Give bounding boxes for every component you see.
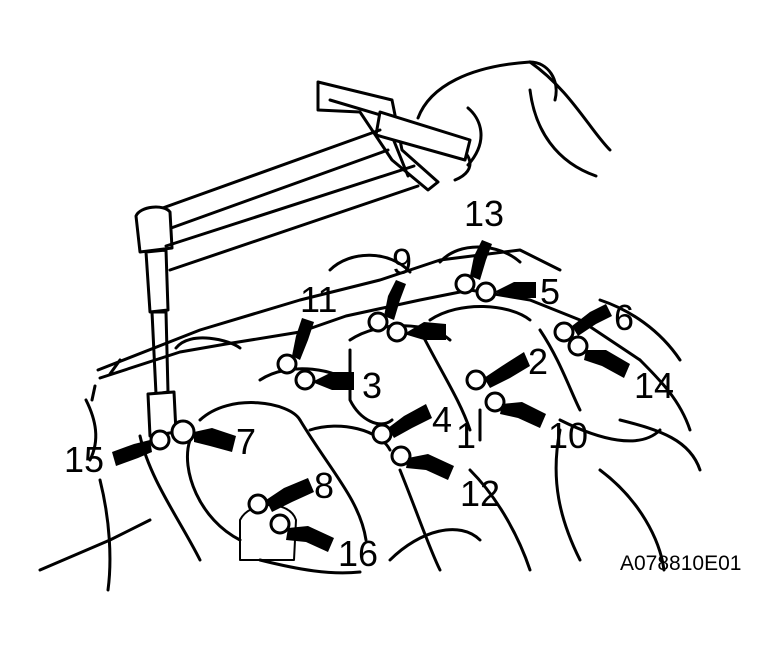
arrow-12 — [406, 454, 454, 480]
arrow-6 — [572, 304, 612, 336]
arrow-7 — [194, 428, 236, 452]
arrow-16 — [286, 526, 334, 552]
bolt-arrows — [112, 240, 630, 552]
arrow-3 — [312, 372, 354, 390]
bolt-label-4: 4 — [432, 399, 452, 440]
arrow-4 — [388, 404, 432, 438]
torque-wrench — [134, 80, 472, 438]
bolt-label-16: 16 — [338, 533, 378, 574]
arrow-10 — [500, 402, 546, 428]
bolt-label-8: 8 — [314, 465, 334, 506]
bolt-label-2: 2 — [528, 341, 548, 382]
hand-drawing — [416, 60, 612, 182]
arrow-1 — [404, 322, 446, 340]
arrow-14 — [584, 350, 630, 378]
arrow-15 — [112, 440, 152, 466]
arrow-5 — [494, 282, 536, 298]
bolt-label-7: 7 — [236, 421, 256, 462]
arrow-13 — [470, 240, 492, 280]
bolt-label-15: 15 — [64, 439, 104, 480]
arrow-2 — [484, 352, 530, 388]
bolt-heads — [149, 273, 589, 535]
bolt-label-6: 6 — [614, 297, 634, 338]
arrow-8 — [266, 478, 314, 512]
bolt-label-5: 5 — [540, 271, 560, 312]
arrow-11 — [292, 318, 314, 360]
bolt-label-14: 14 — [634, 365, 674, 406]
bolt-label-12: 12 — [460, 473, 500, 514]
arrow-9 — [384, 280, 406, 320]
bolt-label-10: 10 — [548, 415, 588, 456]
bolt-label-13: 13 — [464, 193, 504, 234]
bolt-sequence-labels: 1 2 3 4 5 6 7 8 9 10 11 12 13 14 15 16 — [64, 193, 674, 574]
figure-code: A078810E01 — [620, 552, 741, 575]
bolt-label-9: 9 — [392, 241, 412, 282]
bolt-label-1: 1 — [456, 415, 476, 456]
bolt-label-11: 11 — [300, 279, 337, 320]
bolt-label-3: 3 — [362, 365, 382, 406]
